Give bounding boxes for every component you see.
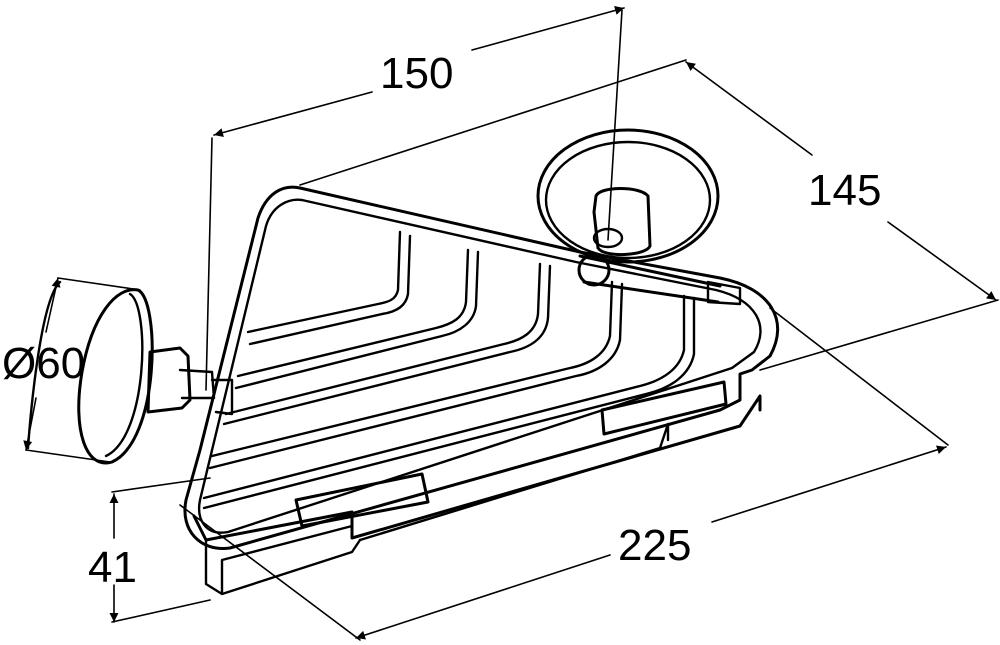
extension-line-145-bottom — [759, 299, 999, 371]
basket-wire-2 — [236, 248, 470, 378]
hook-arm-end-clip — [706, 280, 742, 306]
basket-wire-2b — [234, 250, 480, 390]
front-clip-left — [294, 472, 430, 528]
front-clip-right — [600, 380, 728, 436]
dimension-line-150-a — [213, 91, 373, 137]
basket-wires — [202, 230, 696, 510]
basket-wire-1b — [248, 234, 412, 346]
hook-arm-bottom — [582, 280, 720, 304]
basket-inner-rail — [197, 198, 762, 534]
dimension-line-150-b — [471, 6, 625, 51]
dimension-41-label: 41 — [88, 543, 137, 592]
dimension-lines — [23, 6, 999, 641]
extension-line-41-bottom — [111, 599, 211, 623]
basket-wire-4 — [210, 280, 614, 458]
basket-bottom-runner — [204, 538, 362, 596]
left-mount-pin — [178, 368, 216, 400]
dimension-line-225-a — [355, 554, 611, 640]
basket-left-connector — [210, 378, 234, 416]
basket-wire-3 — [224, 262, 542, 416]
left-flange-edge — [104, 292, 144, 458]
hook-arm — [578, 254, 742, 306]
dimension-line-145-b — [887, 221, 997, 301]
extension-line-225-left — [179, 504, 361, 641]
extension-line-41-top — [111, 477, 211, 493]
dimension-145-label: 145 — [808, 166, 881, 215]
dimension-60-label: Ø60 — [2, 339, 85, 388]
dimension-150-label: 150 — [380, 49, 453, 98]
dimension-labels: 150 145 Ø60 41 225 — [2, 49, 881, 592]
hook-arm-top — [578, 254, 722, 288]
right-flange-inner — [544, 140, 712, 260]
left-mount-post — [146, 346, 192, 414]
extension-line-150-left — [205, 137, 213, 391]
basket-outer-rail — [183, 185, 780, 550]
extension-line-145-top — [299, 59, 687, 186]
right-flange-rim — [536, 128, 720, 264]
extension-line-60-top — [57, 277, 141, 291]
extension-line-225-right — [769, 307, 949, 446]
basket-leg — [220, 524, 354, 594]
basket-wire-5b — [202, 296, 696, 510]
basket-wire-1 — [246, 230, 402, 334]
left-flange-rim — [77, 288, 154, 465]
right-mount-screw — [592, 227, 624, 249]
basket-wire-4b — [208, 282, 624, 470]
extension-line-150-right — [607, 9, 623, 241]
basket-wire-5 — [202, 294, 686, 500]
basket-wire-3b — [222, 264, 552, 426]
dimension-line-145-a — [685, 61, 813, 156]
basket-frame — [183, 185, 780, 596]
left-flange-back — [26, 280, 62, 450]
dimension-225-label: 225 — [618, 521, 691, 570]
dimension-line-225-b — [711, 445, 947, 523]
right-mount-post — [592, 187, 652, 257]
left-wall-mount — [26, 280, 216, 465]
basket-rear-runner — [358, 422, 670, 542]
